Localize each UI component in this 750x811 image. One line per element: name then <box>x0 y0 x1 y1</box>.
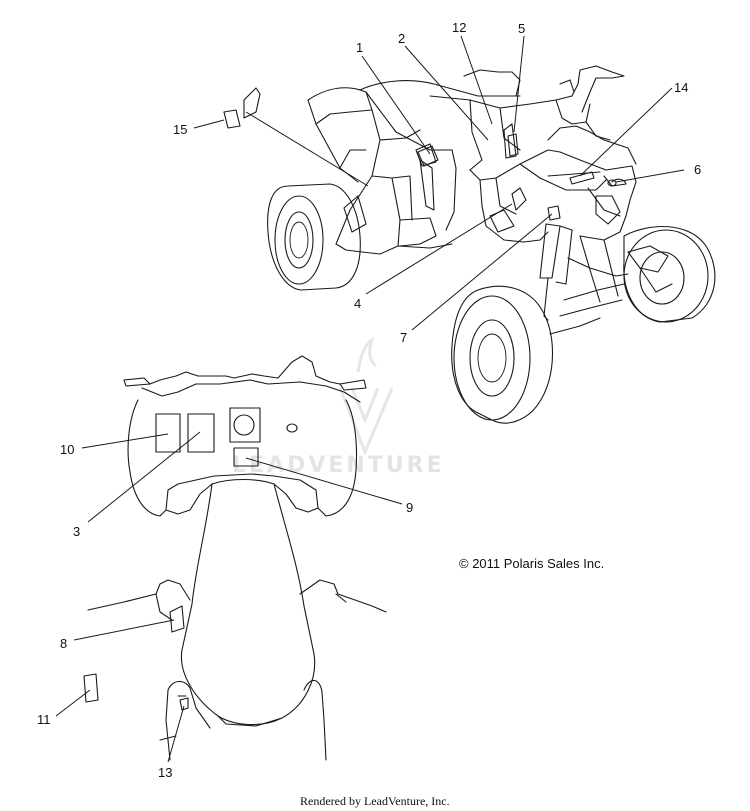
atv-side-view <box>223 65 716 424</box>
decal-15-part <box>223 87 261 129</box>
handlebar-pod <box>123 355 367 517</box>
atv-decals <box>417 133 617 221</box>
atv-top-view <box>83 355 387 761</box>
decal-11-part <box>83 673 99 703</box>
decal-7-on-atv <box>547 205 561 221</box>
decal-9-on-pod <box>233 447 259 467</box>
callout-3: 3 <box>73 524 80 539</box>
callout-6: 6 <box>694 162 701 177</box>
callout-5: 5 <box>518 21 525 36</box>
decal-13-on-body <box>179 697 189 711</box>
callout-4: 4 <box>354 296 361 311</box>
callout-15: 15 <box>173 122 187 137</box>
decal-10-on-pod <box>155 413 181 453</box>
callout-10: 10 <box>60 442 74 457</box>
callout-9: 9 <box>406 500 413 515</box>
callout-8: 8 <box>60 636 67 651</box>
top-body <box>87 483 387 761</box>
decal-5-on-atv <box>507 133 519 157</box>
rear-left-tire <box>267 183 361 291</box>
decal-14-on-atv <box>569 171 595 185</box>
gauge-box <box>229 407 261 443</box>
callout-1: 1 <box>356 40 363 55</box>
seat-and-tank <box>429 65 637 171</box>
callout-13: 13 <box>158 765 172 780</box>
front-right-tire <box>623 226 716 323</box>
front-fender <box>469 149 637 243</box>
watermark-text: LEADVENTURE <box>232 453 445 478</box>
callout-7: 7 <box>400 330 407 345</box>
rear-fender <box>307 80 521 255</box>
front-left-tire <box>451 285 554 424</box>
leader-lines <box>55 35 685 763</box>
copyright-text: © 2011 Polaris Sales Inc. <box>459 556 604 571</box>
decal-6-on-atv <box>607 179 617 187</box>
footer-text: Rendered by LeadVenture, Inc. <box>300 794 450 808</box>
callout-2: 2 <box>398 31 405 46</box>
decal-8-on-body <box>169 605 185 633</box>
decal-1-on-atv <box>417 145 439 167</box>
front-suspension <box>539 223 629 335</box>
callout-11: 11 <box>37 712 51 727</box>
watermark: LEADVENTURE <box>232 336 445 478</box>
callout-labels: 1 2 3 4 5 6 7 8 9 10 11 12 13 14 15 <box>37 20 701 780</box>
indicator-light <box>286 423 298 433</box>
decal-3-on-pod <box>187 413 215 453</box>
top-decals <box>83 605 189 711</box>
callout-12: 12 <box>452 20 466 35</box>
callout-14: 14 <box>674 80 688 95</box>
gauge-circle <box>233 414 255 436</box>
pod-decals <box>155 407 298 467</box>
